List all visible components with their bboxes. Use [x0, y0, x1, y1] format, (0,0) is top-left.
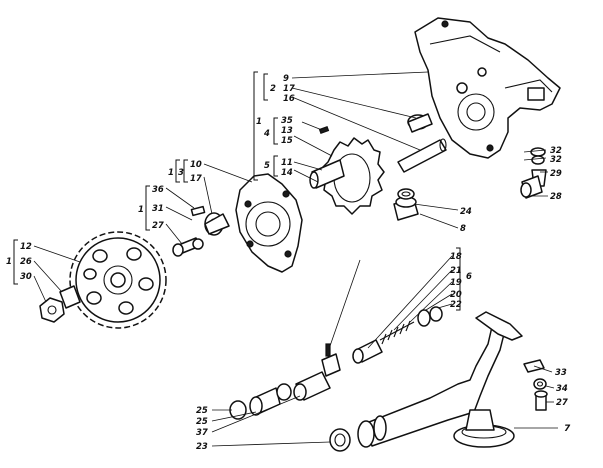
pipe-fittings	[229, 343, 351, 452]
bushing-17-small	[204, 212, 230, 236]
pressure-pipe	[208, 188, 419, 394]
label-13: 13	[281, 126, 293, 136]
label-21: 21	[450, 266, 462, 276]
label-11: 11	[281, 158, 293, 168]
label-29: 29	[550, 169, 562, 179]
label-32-b: 32	[550, 155, 562, 165]
label-32-a: 32	[550, 146, 562, 156]
label-10: 10	[190, 160, 202, 170]
leader-lines	[33, 71, 558, 447]
label-7: 7	[564, 424, 571, 434]
braces	[13, 71, 461, 311]
label-15: 15	[281, 136, 293, 146]
pin-36	[190, 205, 206, 217]
label-25-a: 25	[196, 406, 208, 416]
label-6: 6	[466, 272, 472, 282]
label-31: 31	[152, 204, 164, 214]
label-3: 3	[178, 168, 184, 178]
label-1-mid: 1	[168, 168, 174, 178]
shaft-16	[397, 138, 447, 173]
label-27-right: 27	[556, 398, 568, 408]
nut-30	[39, 297, 65, 323]
label-34: 34	[556, 384, 568, 394]
label-1-gear: 1	[6, 257, 12, 267]
bushing-17	[407, 113, 433, 133]
label-20: 20	[450, 290, 462, 300]
drive-gear	[69, 231, 167, 329]
label-23: 23	[196, 442, 208, 452]
bolts-right	[520, 147, 548, 411]
label-17-top: 17	[283, 84, 295, 94]
label-8: 8	[460, 224, 466, 234]
label-1-top: 1	[256, 117, 262, 127]
label-30: 30	[20, 272, 32, 282]
label-25-b: 25	[196, 417, 208, 427]
bolt-27	[172, 237, 204, 257]
pump-housing	[414, 17, 561, 159]
label-12: 12	[20, 242, 32, 252]
label-14: 14	[281, 168, 293, 178]
callout-labels: 9 2 17 16 1 35 4 13 15 5 11 14 1 3 10 17…	[6, 74, 571, 452]
label-26: 26	[20, 257, 32, 267]
label-19: 19	[450, 278, 462, 288]
label-35: 35	[281, 116, 293, 126]
label-28: 28	[550, 192, 562, 202]
driven-gear-assembly	[309, 125, 385, 215]
oil-receiver	[357, 311, 523, 448]
label-27-left: 27	[152, 221, 164, 231]
valve-assembly	[352, 306, 443, 364]
washer-26	[59, 285, 81, 309]
label-1-left: 1	[138, 205, 144, 215]
pump-cover	[235, 173, 303, 273]
label-17-mid: 17	[190, 174, 202, 184]
label-4: 4	[263, 129, 270, 139]
label-33: 33	[555, 368, 567, 378]
label-9: 9	[283, 74, 289, 84]
label-2: 2	[270, 84, 276, 94]
label-5: 5	[264, 161, 270, 171]
label-36: 36	[152, 185, 164, 195]
label-24: 24	[460, 207, 472, 217]
label-16: 16	[283, 94, 295, 104]
label-37: 37	[196, 428, 208, 438]
label-22: 22	[450, 300, 462, 310]
label-18: 18	[450, 252, 462, 262]
